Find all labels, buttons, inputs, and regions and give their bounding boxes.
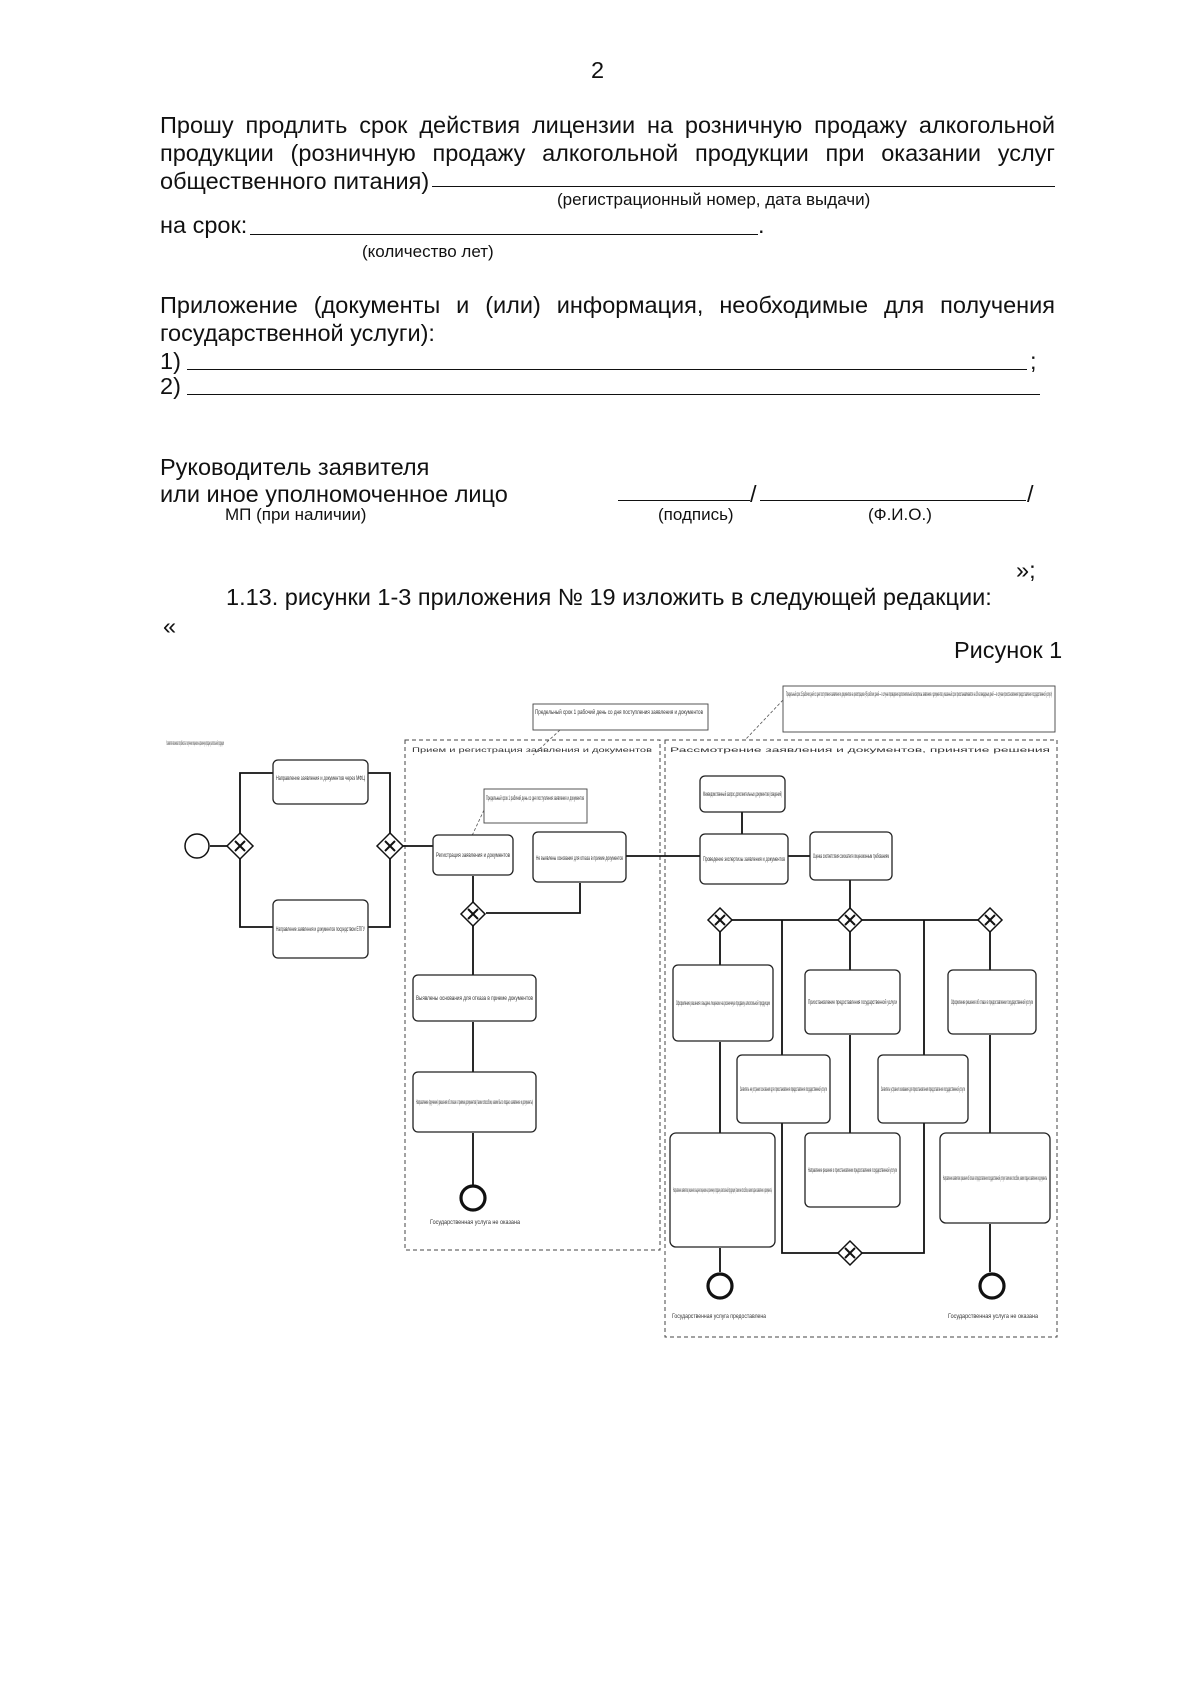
- task-send-license-text: Направление заявителю решения о выдаче л…: [673, 1186, 772, 1194]
- request-line-3: общественного питания): [160, 168, 430, 194]
- task-decision-grant-text: Оформление решения о выдаче лицензии на …: [676, 999, 770, 1007]
- figure-label: Рисунок 1: [954, 637, 1063, 663]
- task-send-via-mfc: [272, 759, 369, 805]
- note-review-connector: [744, 699, 784, 741]
- registration-number-field-line: [432, 186, 1055, 187]
- note-register-deadline-text: Предельный срок 1 рабочий день со дня по…: [486, 794, 584, 802]
- attachment-item-1-line: [187, 369, 1027, 370]
- attachment-line-1: Приложение (документы и (или) информация…: [160, 292, 1055, 318]
- task-no-grounds-text: Не выявлены основания для отказа в прием…: [536, 855, 623, 862]
- task-send-via-epgu-text: Направление заявления и документов посре…: [276, 926, 365, 933]
- gateway-decision-right: [976, 906, 1004, 934]
- task-send-via-epgu: [272, 899, 369, 959]
- task-interagency-request: [699, 775, 786, 813]
- gateway-split-submission: [225, 831, 255, 861]
- signature-slash-2: /: [1027, 481, 1034, 507]
- task-send-via-mfc-text: Направление заявления и документов через…: [276, 775, 365, 782]
- start-event-text: У заявителя возникла потребность в получ…: [166, 739, 224, 747]
- end-event-not-provided: [978, 1272, 1006, 1300]
- page-number: 2: [591, 57, 605, 83]
- gateway-decision-left: [706, 906, 734, 934]
- closing-quote: »;: [1016, 557, 1036, 583]
- flow-to-no-grounds: [486, 883, 581, 914]
- signature-slash-1: /: [750, 481, 757, 507]
- end-event-provided: [706, 1272, 734, 1300]
- end-event-refuse-text: Государственная услуга не оказана: [430, 1219, 520, 1226]
- note-registration-connector: [532, 729, 561, 756]
- end-event-provided-text: Государственная услуга предоставлена: [672, 1313, 766, 1320]
- task-evaluation-text: Оценка соответствия соискателя лицензион…: [813, 852, 889, 860]
- attachment-line-2: государственной услуги):: [160, 320, 435, 346]
- task-grounds-found-text: Выявлены основания для отказа в приеме д…: [416, 995, 533, 1002]
- end-event-not-provided-text: Государственная услуга не оказана: [948, 1313, 1038, 1320]
- task-no-grounds: [532, 831, 627, 883]
- end-event-refuse: [459, 1184, 487, 1212]
- flow-loop-left: [781, 920, 838, 1254]
- signature-caption: (подпись): [658, 505, 734, 524]
- signature-line-2: или иное уполномоченное лицо: [160, 481, 508, 507]
- flow-loop-right: [862, 920, 925, 1254]
- task-refuse-acceptance-text: Направление (вручение) решения об отказе…: [416, 1098, 533, 1106]
- term-end-period: .: [758, 212, 765, 238]
- stamp-caption: МП (при наличии): [225, 505, 367, 524]
- task-not-fixed: [736, 1054, 831, 1124]
- task-suspend-text: Приостановление предоставления государст…: [808, 998, 897, 1006]
- flow-mfc-merge: [368, 772, 391, 833]
- fio-caption: (Ф.И.О.): [868, 505, 932, 524]
- term-caption: (количество лет): [362, 242, 494, 261]
- task-interagency-request-text: Межведомственный запрос дополнительных д…: [703, 790, 782, 798]
- gateway-merge-bottom: [836, 1239, 864, 1267]
- gateway-check-grounds: [459, 900, 487, 928]
- request-line-1: Прошу продлить срок действия лицензии на…: [160, 112, 1055, 138]
- note-review-deadline: [782, 685, 1056, 733]
- task-fixed: [877, 1054, 969, 1124]
- note-review-deadline-text: Предельный срок 15 рабочих дней со дня п…: [786, 690, 1052, 698]
- pool-reception: [404, 739, 661, 1251]
- task-expertise: [699, 833, 789, 885]
- flow-to-mfc: [239, 772, 273, 833]
- attachment-item-2-number: 2): [160, 373, 181, 399]
- note-registration-deadline-text: Предельный срок 1 рабочий день со дня по…: [535, 708, 703, 716]
- attachment-item-1-number: 1): [160, 348, 181, 374]
- signature-line-1: Руководитель заявителя: [160, 454, 430, 480]
- flow-epgu-merge: [368, 859, 391, 928]
- attachment-item-2-line: [187, 394, 1040, 395]
- attachment-item-1-end: ;: [1030, 348, 1037, 374]
- term-field-line: [250, 234, 758, 235]
- task-send-suspend: [804, 1132, 901, 1208]
- task-decision-refuse: [947, 969, 1037, 1035]
- task-send-refuse: [939, 1132, 1051, 1224]
- task-grounds-found: [412, 974, 537, 1022]
- task-register-text: Регистрация заявления и документов: [436, 852, 510, 859]
- task-refuse-acceptance: [412, 1071, 537, 1133]
- amendment-item-1-13: 1.13. рисунки 1-3 приложения № 19 изложи…: [226, 584, 992, 610]
- flow-to-epgu: [239, 859, 273, 928]
- opening-quote: «: [163, 613, 177, 639]
- task-send-refuse-text: Направление заявителю решения об отказе …: [943, 1174, 1047, 1182]
- task-send-license: [669, 1132, 776, 1248]
- registration-number-caption: (регистрационный номер, дата выдачи): [557, 190, 871, 209]
- signature-field-line: [618, 500, 750, 501]
- task-decision-refuse-text: Оформление решения об отказе в предостав…: [951, 998, 1033, 1006]
- task-suspend: [804, 969, 901, 1035]
- start-event: [184, 833, 210, 859]
- task-expertise-text: Проведение экспертизы заявления и докуме…: [703, 856, 785, 863]
- pool-reception-title: Прием и регистрация заявления и документ…: [412, 747, 653, 754]
- task-register: [432, 834, 514, 876]
- note-register-deadline: [483, 788, 588, 824]
- note-registration-deadline: [532, 703, 709, 731]
- gateway-decision-center: [836, 906, 864, 934]
- pool-review: [664, 739, 1058, 1338]
- request-line-2: продукции (розничную продажу алкогольной…: [160, 140, 1055, 166]
- task-not-fixed-text: Заявитель не устранил основания для прио…: [740, 1085, 827, 1093]
- pool-review-title: Рассмотрение заявления и документов, при…: [670, 747, 1051, 754]
- task-send-suspend-text: Направление решения о приостановлении пр…: [808, 1166, 897, 1174]
- gateway-merge-submission: [375, 831, 405, 861]
- task-decision-grant: [672, 964, 774, 1042]
- term-label: на срок:: [160, 212, 248, 238]
- task-fixed-text: Заявитель устранил основания для приоста…: [881, 1085, 965, 1093]
- task-evaluation: [809, 831, 893, 881]
- fio-field-line: [760, 500, 1026, 501]
